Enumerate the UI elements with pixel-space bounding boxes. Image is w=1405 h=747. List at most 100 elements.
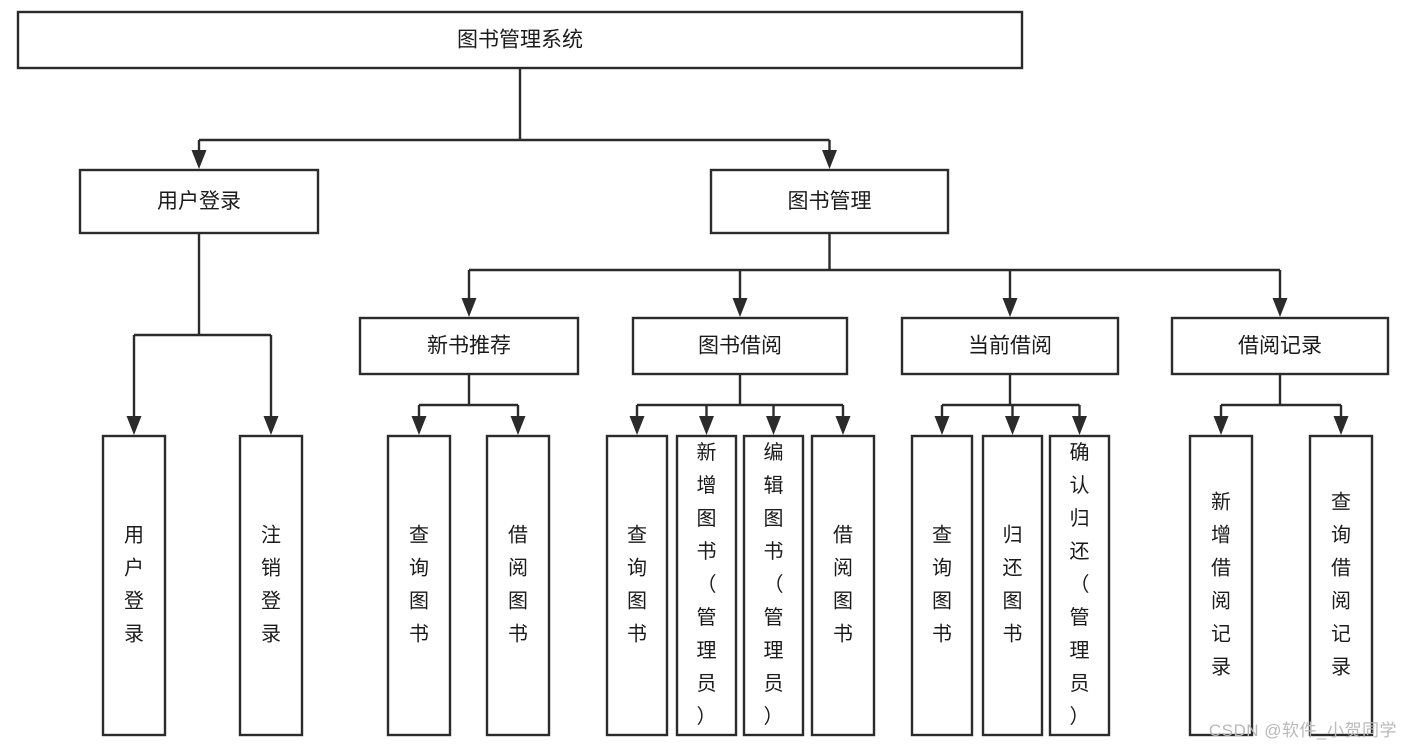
node-label-char: （ [697,573,717,596]
arrow-head [732,298,748,317]
node-label-char: 图 [627,590,647,612]
node-borrow-record[interactable]: 借阅记录 [1170,316,1390,376]
node-label-char: 还 [1070,540,1090,563]
node-label-char: 认 [1070,474,1090,497]
node-label-char: 借 [508,523,528,546]
node-label-char: 辑 [764,474,784,497]
node-rect [16,10,1024,70]
node-label-char: 查 [1331,490,1351,513]
node-label-char: 理 [697,640,717,662]
node-label-char: 登 [124,589,144,612]
node-label: 图书借阅 [698,335,782,358]
node-label-char: 登 [261,589,281,612]
node-rect [358,316,580,376]
arrow-head [766,416,781,435]
arrow-head [1072,416,1087,435]
arrow-head [835,416,851,435]
node-label: 用户登录 [157,190,241,213]
node-label-char: 理 [1070,640,1090,662]
arrow-head [1005,416,1020,435]
node-label-char: 注 [261,523,281,546]
arrow-head [510,416,526,435]
node-label-char: 新 [1211,490,1231,513]
node-label-char: 图 [833,590,853,612]
node-label-char: 书 [833,622,853,645]
node-rect [605,434,669,737]
node-label-char: 询 [627,556,647,579]
node-label-char: 询 [1331,523,1351,546]
node-label-char: 录 [1211,656,1231,678]
node-label-char: 书 [1003,622,1023,645]
node-rect [1308,434,1374,737]
node-rect [1048,434,1111,737]
node-label-char: 管 [764,606,784,629]
node-label-char: 增 [1211,523,1231,546]
node-label: 当前借阅 [968,335,1052,358]
arrow-head [822,150,837,169]
node-rect [101,434,167,737]
node-label-char: 借 [1331,556,1351,579]
arrow-head [699,416,714,435]
node-label-char: 录 [1331,656,1351,678]
node-label-char: 图 [764,508,784,530]
node-label-char: 员 [1070,673,1090,695]
node-label-char: 员 [764,673,784,695]
node-label-char: 阅 [1211,589,1231,612]
node-label-char: 户 [124,556,144,579]
node-label-char: 书 [764,540,784,563]
node-label-char: 询 [932,556,952,579]
node-rect [631,316,849,376]
node-label-char: 员 [697,673,717,695]
node-label-char: ） [1070,705,1090,728]
node-label-char: 记 [1331,622,1351,645]
node-rect [1170,316,1390,376]
node-leaf-user-login[interactable]: 用户登录 [101,434,167,737]
arrow-head [629,416,645,435]
node-label-char: 图 [697,508,717,530]
arrow-head [126,416,142,435]
node-new-book-recommend[interactable]: 新书推荐 [358,316,580,376]
node-label-char: 增 [697,474,717,497]
node-label-char: 编 [764,441,784,464]
node-label-char: 归 [1070,507,1090,530]
node-label-char: 录 [124,623,144,645]
node-label-char: 书 [409,622,429,645]
node-label-char: 书 [508,622,528,645]
node-label-char: 书 [932,622,952,645]
node-rect [485,434,551,737]
node-rect [675,434,738,737]
node-book-borrow[interactable]: 图书借阅 [631,316,849,376]
node-boxes: 图书管理系统用户登录图书管理新书推荐图书借阅当前借阅借阅记录用户登录注销登录查询… [16,10,1390,737]
node-rect [900,316,1120,376]
node-label: 图书管理 [788,190,872,213]
node-label-char: 书 [627,622,647,645]
node-label-char: 书 [697,540,717,563]
node-label-char: 图 [1003,590,1023,612]
node-rect [386,434,452,737]
node-label-char: 询 [409,556,429,579]
node-current-borrow[interactable]: 当前借阅 [900,316,1120,376]
node-label-char: 查 [627,523,647,546]
node-label-char: 归 [1003,523,1023,546]
node-label-char: 借 [833,523,853,546]
node-label-char: 图 [932,590,952,612]
arrow-head [1002,298,1018,317]
node-label-char: 销 [261,556,281,579]
node-root-root[interactable]: 图书管理系统 [16,10,1024,70]
node-label-char: 理 [764,640,784,662]
node-book-management[interactable]: 图书管理 [709,168,950,235]
node-user-login[interactable]: 用户登录 [78,168,320,235]
